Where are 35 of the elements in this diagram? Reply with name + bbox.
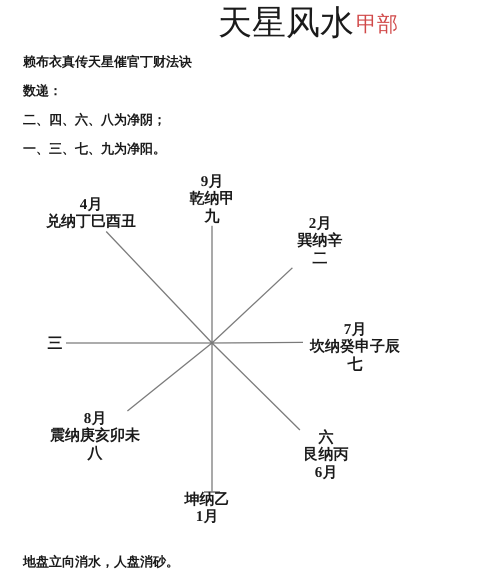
number-label: 六: [318, 430, 334, 446]
month-label: 1月: [196, 509, 218, 526]
trigram-label: 乾纳甲: [190, 191, 234, 208]
part-label: 甲部: [356, 13, 398, 36]
month-label: 2月: [308, 216, 332, 232]
spoke-line: [127, 342, 212, 412]
spoke-line: [106, 231, 212, 344]
rule-text: 数递：: [23, 84, 62, 98]
number-label: 九: [204, 208, 220, 226]
trigram-label: 巽纳辛: [298, 233, 342, 250]
spoke-line: [203, 343, 221, 493]
month-label: 6月: [314, 464, 338, 482]
spoke-line: [66, 342, 212, 344]
number-label: 八: [88, 446, 102, 463]
note-text: 地盘立向消水，人盘消砂。: [23, 555, 179, 570]
month-label: 4月: [80, 197, 102, 214]
spoke-line: [212, 267, 293, 344]
trigram-label: 坎纳癸申子辰: [310, 339, 400, 356]
month-label: 9月: [200, 174, 224, 190]
subheading: 赖布衣真传天星催官丁财法诀: [23, 55, 192, 70]
trigram-label: 震纳庚亥卯未: [50, 428, 140, 446]
rule-text: 二、四、六、八为净阴；: [23, 113, 166, 128]
month-label: 7月: [344, 322, 366, 338]
spoke-line: [211, 226, 213, 343]
number-label: 七: [348, 356, 362, 374]
trigram-label: 艮纳丙: [304, 447, 348, 464]
spoke-line: [212, 342, 300, 430]
spoke-line: [212, 342, 303, 344]
trigram-label: 坤纳乙: [184, 492, 230, 509]
rule-text: 一、三、七、九为净阳。: [23, 142, 166, 156]
month-label: 8月: [84, 411, 106, 427]
number-label: 三: [48, 336, 62, 354]
trigram-label: 兑纳丁巳酉丑: [46, 214, 136, 232]
number-label: 二: [312, 250, 328, 268]
title: 天星风水: [218, 5, 354, 42]
